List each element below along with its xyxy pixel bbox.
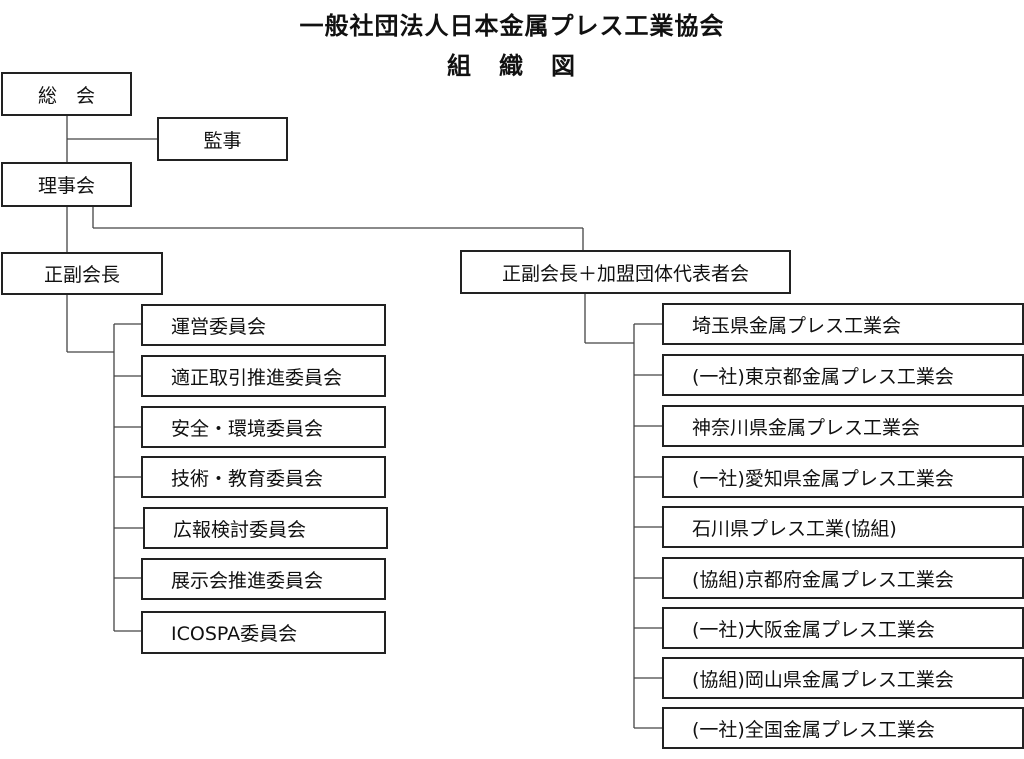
association-label: (一社)全国金属プレス工業会	[692, 718, 935, 741]
association-box: 石川県プレス工業(協組)	[662, 506, 1024, 548]
committee-label: 適正取引推進委員会	[171, 366, 343, 389]
vice-chairs-members-label: 正副会長＋加盟団体代表者会	[501, 262, 749, 285]
committee-label: 展示会推進委員会	[171, 569, 324, 592]
association-label: 神奈川県金属プレス工業会	[692, 416, 921, 439]
association-box: (協組)岡山県金属プレス工業会	[662, 657, 1024, 699]
association-box: (協組)京都府金属プレス工業会	[662, 557, 1024, 599]
committee-box: 安全・環境委員会	[141, 406, 386, 448]
vice-chairs-box: 正副会長	[1, 252, 163, 295]
committee-box: ICOSPA委員会	[141, 611, 386, 654]
association-box: (一社)東京都金属プレス工業会	[662, 354, 1024, 396]
committee-label: ICOSPA委員会	[171, 623, 298, 645]
committee-label: 運営委員会	[171, 315, 267, 338]
general-assembly-box: 総 会	[1, 72, 132, 116]
board-box: 理事会	[1, 162, 132, 207]
committee-box: 運営委員会	[141, 304, 386, 346]
auditor-label: 監事	[203, 129, 242, 152]
association-label: (協組)岡山県金属プレス工業会	[692, 668, 954, 691]
general-assembly-label: 総 会	[37, 84, 95, 107]
committee-box: 技術・教育委員会	[141, 456, 386, 498]
committee-box: 展示会推進委員会	[141, 558, 386, 600]
association-label: 石川県プレス工業(協組)	[692, 517, 897, 540]
association-label: (一社)東京都金属プレス工業会	[692, 365, 954, 388]
auditor-box: 監事	[157, 117, 288, 161]
vice-chairs-members-box: 正副会長＋加盟団体代表者会	[460, 250, 791, 294]
association-label: (協組)京都府金属プレス工業会	[692, 568, 954, 591]
committee-box: 広報検討委員会	[143, 507, 388, 549]
committee-label: 技術・教育委員会	[171, 467, 324, 490]
committee-box: 適正取引推進委員会	[141, 355, 386, 397]
association-label: (一社)大阪金属プレス工業会	[692, 618, 935, 641]
association-box: 埼玉県金属プレス工業会	[662, 303, 1024, 345]
association-label: 埼玉県金属プレス工業会	[692, 314, 902, 337]
board-label: 理事会	[37, 175, 95, 197]
committee-label: 安全・環境委員会	[171, 417, 324, 440]
association-label: (一社)愛知県金属プレス工業会	[692, 467, 954, 490]
association-box: (一社)大阪金属プレス工業会	[662, 607, 1024, 649]
vice-chairs-label: 正副会長	[43, 264, 120, 286]
association-box: (一社)全国金属プレス工業会	[662, 707, 1024, 749]
committee-label: 広報検討委員会	[173, 518, 307, 541]
association-box: 神奈川県金属プレス工業会	[662, 405, 1024, 447]
chart-title: 一般社団法人日本金属プレス工業協会	[299, 12, 725, 40]
chart-subtitle: 組 織 図	[447, 52, 577, 80]
association-box: (一社)愛知県金属プレス工業会	[662, 456, 1024, 498]
